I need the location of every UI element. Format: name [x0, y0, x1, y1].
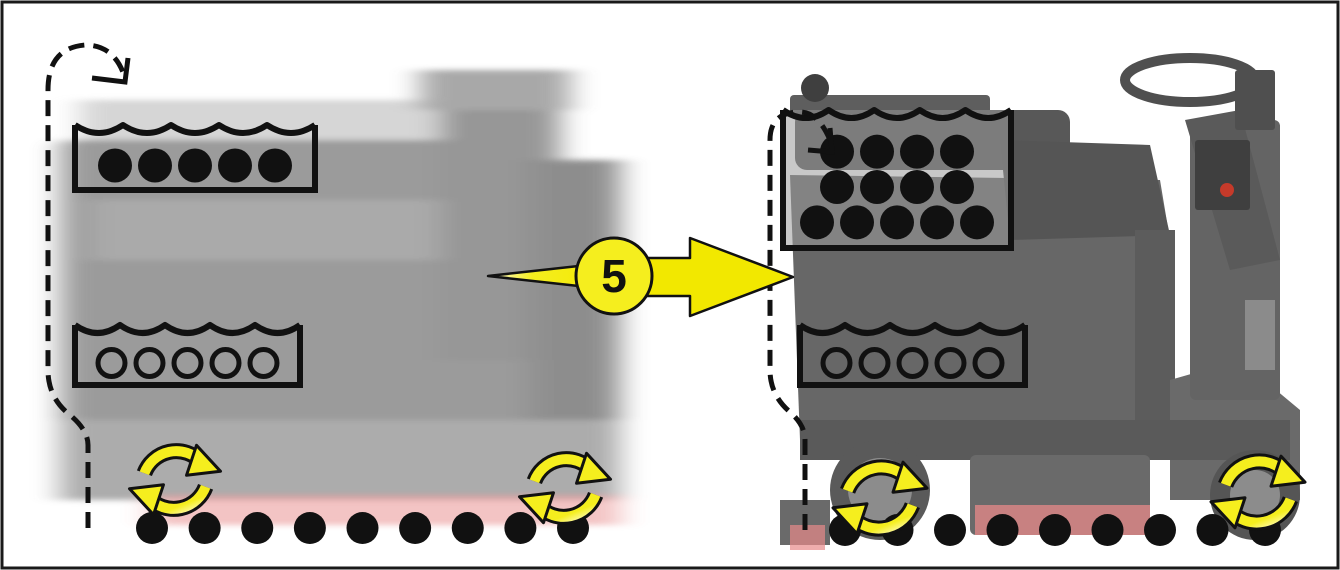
- filled-dot: [258, 149, 292, 183]
- floor-dot: [399, 512, 431, 544]
- filled-dot: [920, 205, 954, 239]
- floor-dot: [136, 512, 168, 544]
- filled-dot: [860, 170, 894, 204]
- floor-dot: [1144, 514, 1176, 546]
- moving-scrubber-image: [60, 70, 620, 525]
- right-upper-tank-icon: [783, 110, 1011, 248]
- left-floor-dots: [136, 512, 589, 544]
- filled-dot: [900, 135, 934, 169]
- filled-dot: [178, 149, 212, 183]
- filled-dot: [900, 170, 934, 204]
- floor-dot: [987, 514, 1019, 546]
- filled-dot: [880, 205, 914, 239]
- floor-dot: [1092, 514, 1124, 546]
- floor-dot: [294, 512, 326, 544]
- filled-dot: [860, 135, 894, 169]
- filled-dot: [840, 205, 874, 239]
- filled-dot: [138, 149, 172, 183]
- filled-dot: [940, 135, 974, 169]
- filled-dot: [800, 205, 834, 239]
- floor-dot: [241, 512, 273, 544]
- floor-dot: [1039, 514, 1071, 546]
- floor-dot: [189, 512, 221, 544]
- floor-dot: [934, 514, 966, 546]
- filled-dot: [218, 149, 252, 183]
- filled-dot: [940, 170, 974, 204]
- floor-dot: [1197, 514, 1229, 546]
- filled-dot: [960, 205, 994, 239]
- filled-dot: [820, 170, 854, 204]
- floor-dot: [347, 512, 379, 544]
- step-number: 5: [601, 250, 627, 302]
- floor-dot: [452, 512, 484, 544]
- floor-dot: [504, 512, 536, 544]
- step-number-badge: 5: [576, 238, 652, 314]
- filled-dot: [98, 149, 132, 183]
